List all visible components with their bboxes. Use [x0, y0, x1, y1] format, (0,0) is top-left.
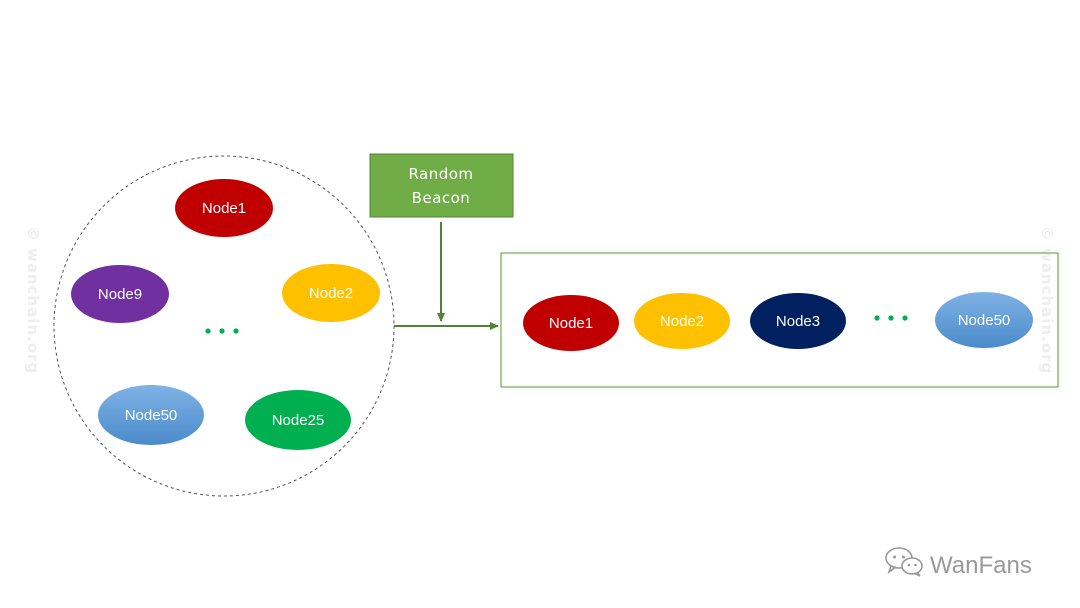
- pool-node-node25: Node25: [245, 390, 351, 450]
- pool-node-node1-label: Node1: [202, 200, 246, 217]
- pool-node-node25-label: Node25: [272, 412, 325, 429]
- watermark-right: © wanchain.org: [1038, 226, 1056, 375]
- pool-node-node9-shape: [71, 265, 169, 323]
- random-beacon-label-line1: Random: [408, 165, 473, 183]
- committee-ellipsis: [874, 315, 908, 321]
- committee-node-node2-label: Node2: [660, 313, 704, 330]
- pool-node-node9-label: Node9: [98, 286, 142, 303]
- wechat-icon: [885, 547, 923, 577]
- random-beacon-box: [369, 153, 514, 218]
- committee-node-node50-shape: [935, 292, 1033, 348]
- committee-node-node1: Node1: [523, 295, 619, 351]
- pool-ellipsis-dot: [233, 328, 239, 334]
- pool-ellipsis-dot: [205, 328, 211, 334]
- committee-node-node50-label: Node50: [958, 312, 1011, 329]
- pool-node-node1: Node1: [175, 179, 273, 237]
- selected-committee-border: [500, 252, 1059, 388]
- pool-node-node1-shape: [175, 179, 273, 237]
- pool-ellipsis-dot: [219, 328, 225, 334]
- committee-node-node2: Node2: [634, 293, 730, 349]
- committee-node-node1-label: Node1: [549, 315, 593, 332]
- committee-node-node50: Node50: [935, 292, 1033, 348]
- pool-node-node25-shape: [245, 390, 351, 450]
- brand-watermark-text: WanFans: [930, 552, 1032, 579]
- pool-ellipsis: [205, 328, 239, 334]
- watermark-left-text: © wanchain.org: [24, 226, 42, 375]
- pool-node-node9: Node9: [71, 265, 169, 323]
- random-beacon: Random Beacon: [369, 153, 514, 218]
- watermark-right-text: © wanchain.org: [1038, 226, 1056, 375]
- committee-node-node3-shape: [750, 293, 846, 349]
- pool-node-node50-label: Node50: [125, 407, 178, 424]
- pool-node-node2-label: Node2: [309, 285, 353, 302]
- committee-node-node2-shape: [634, 293, 730, 349]
- committee-node-node3-label: Node3: [776, 313, 820, 330]
- candidate-pool: Node1 Node9 Node2 Node50 Node25: [53, 155, 395, 497]
- pool-node-node2-shape: [282, 264, 380, 322]
- random-beacon-label-line2: Beacon: [412, 189, 471, 207]
- committee-node-node3: Node3: [750, 293, 846, 349]
- selected-committee: Node1 Node2 Node3 Node50: [500, 252, 1059, 388]
- committee-ellipsis-dot: [888, 315, 894, 321]
- committee-node-node1-shape: [523, 295, 619, 351]
- pool-node-node2: Node2: [282, 264, 380, 322]
- pool-node-node50: Node50: [98, 385, 204, 445]
- pool-node-node50-shape: [98, 385, 204, 445]
- brand-watermark: WanFans: [885, 547, 1032, 579]
- committee-ellipsis-dot: [902, 315, 908, 321]
- committee-ellipsis-dot: [874, 315, 880, 321]
- watermark-left: © wanchain.org: [24, 226, 42, 375]
